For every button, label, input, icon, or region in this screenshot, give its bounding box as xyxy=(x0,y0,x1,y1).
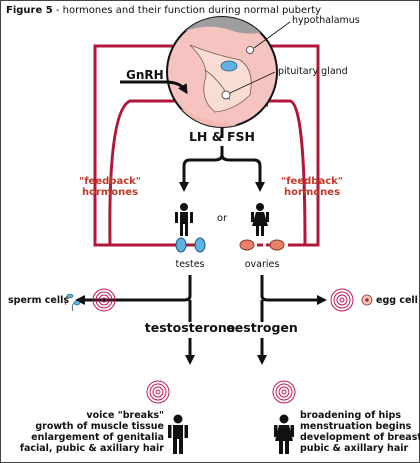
feedback-lines xyxy=(93,40,320,247)
ovaries-icon xyxy=(239,239,285,251)
male-figure-bottom xyxy=(168,414,188,454)
hypothalamus-label: hypothalamus xyxy=(292,15,360,26)
testes-label: testes xyxy=(175,259,204,270)
male-effects-list: voice "breaks" growth of muscle tissue e… xyxy=(20,410,164,454)
female-figure-bottom xyxy=(274,414,294,454)
egg-cell-icon xyxy=(361,294,373,306)
gonad-output-arrows xyxy=(75,275,327,322)
figure-caption-text: - hormones and their function during nor… xyxy=(53,5,321,16)
pituitary-label: pituitary gland xyxy=(278,66,348,77)
oestrogen-label: oestrogen xyxy=(226,320,298,335)
female-effect-item: development of breasts xyxy=(300,432,420,443)
female-effect-item: menstruation begins xyxy=(300,421,412,432)
testes-icon xyxy=(175,237,206,253)
female-effect-item: pubic & axillary hair xyxy=(300,443,408,454)
male-effect-item: growth of muscle tissue xyxy=(35,421,164,432)
ovaries-label: ovaries xyxy=(245,259,280,270)
female-figure-top xyxy=(251,203,269,236)
feedback-left-line1: "feedback" xyxy=(79,176,141,187)
effect-arrows xyxy=(185,338,267,365)
male-effect-item: facial, pubic & axillary hair xyxy=(20,443,164,454)
feedback-right-line1: "feedback" xyxy=(281,176,343,187)
lh-fsh-arrows xyxy=(179,146,265,192)
pituitary-marker xyxy=(221,90,231,100)
sperm-target-rings xyxy=(92,288,116,312)
male-effect-item: enlargement of genitalia xyxy=(31,432,164,443)
testosterone-label: testosterone xyxy=(145,320,235,335)
gnrh-arrow xyxy=(120,80,188,95)
hypothalamus-region xyxy=(220,60,238,72)
lh-fsh-label: LH & FSH xyxy=(189,129,255,144)
egg-target-rings xyxy=(330,288,354,312)
brain-section xyxy=(166,16,291,128)
male-figure-top xyxy=(175,203,193,236)
feedback-right-line2: hormones xyxy=(284,187,340,198)
male-target-rings xyxy=(146,380,170,404)
female-effect-item: broadening of hips xyxy=(300,410,401,421)
female-target-rings xyxy=(272,380,296,404)
sperm-cells-icon xyxy=(64,293,81,312)
gnrh-label: GnRH xyxy=(126,68,164,82)
sperm-cells-label: sperm cells xyxy=(8,295,69,306)
female-effects-list: broadening of hips menstruation begins d… xyxy=(300,410,420,454)
egg-cell-label: egg cell xyxy=(376,295,418,306)
figure-label: Figure 5 xyxy=(6,5,53,16)
figure-caption: Figure 5 - hormones and their function d… xyxy=(6,5,321,16)
male-effect-item: voice "breaks" xyxy=(86,410,164,421)
feedback-left-line2: hormones xyxy=(82,187,138,198)
hypothalamus-marker xyxy=(246,46,254,54)
or-label: or xyxy=(217,213,228,224)
